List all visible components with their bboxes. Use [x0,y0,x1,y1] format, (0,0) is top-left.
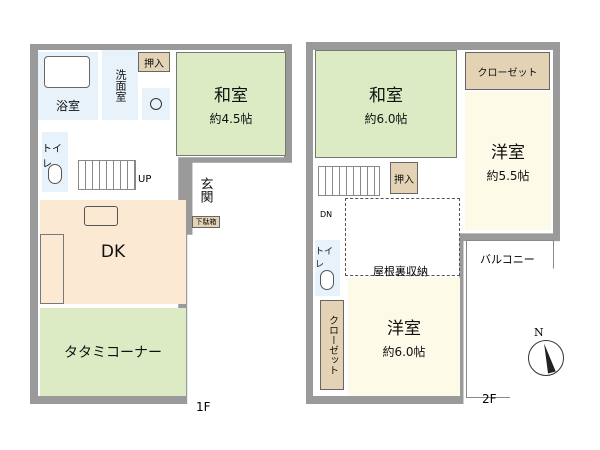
western-room-5-5: 洋室 約5.5帖 [465,92,551,230]
kitchen-counter [40,234,64,304]
bathroom: 浴室 [38,52,98,120]
attic-storage-outline [345,198,460,276]
closet-oshiire-2f: 押入 [390,162,418,194]
washitsu-1f: 和室 約4.5帖 [176,52,286,156]
closet-oshiire-1f: 押入 [138,52,170,72]
stairs-1f [78,160,136,190]
washroom: 洗面室 [102,50,138,120]
toilet-2f: トイレ [315,240,340,296]
compass-icon [528,340,564,376]
closet-2f-side: クローゼット [320,300,344,390]
toilet-icon [320,270,334,290]
tatami-corner: タタミコーナー [40,308,186,396]
stairs-2f [318,166,380,196]
dining-kitchen: DK [40,200,186,304]
attic-storage-label: 屋根裏収納 [373,265,428,278]
floor1-label: 1F [196,400,211,414]
toilet-icon [48,164,62,184]
table-icon [84,206,118,226]
washitsu-2f: 和室 約6.0帖 [315,50,457,158]
closet-2f-top: クローゼット [465,52,550,90]
washbasin-area [142,88,170,120]
toilet-1f: トイレ [42,132,68,192]
stairs-up-label: UP [138,174,152,185]
balcony-label: バルコニー [480,253,535,266]
western-room-6-0: 洋室 約6.0帖 [348,278,460,396]
bathtub-icon [44,56,90,88]
floor2-label: 2F [482,392,497,406]
shoe-box: 下駄箱 [192,216,220,228]
washbasin-icon [150,98,162,110]
stairs-down-label: DN [320,210,333,219]
entrance: 玄関 [197,177,213,203]
compass-north-label: N [534,326,544,339]
